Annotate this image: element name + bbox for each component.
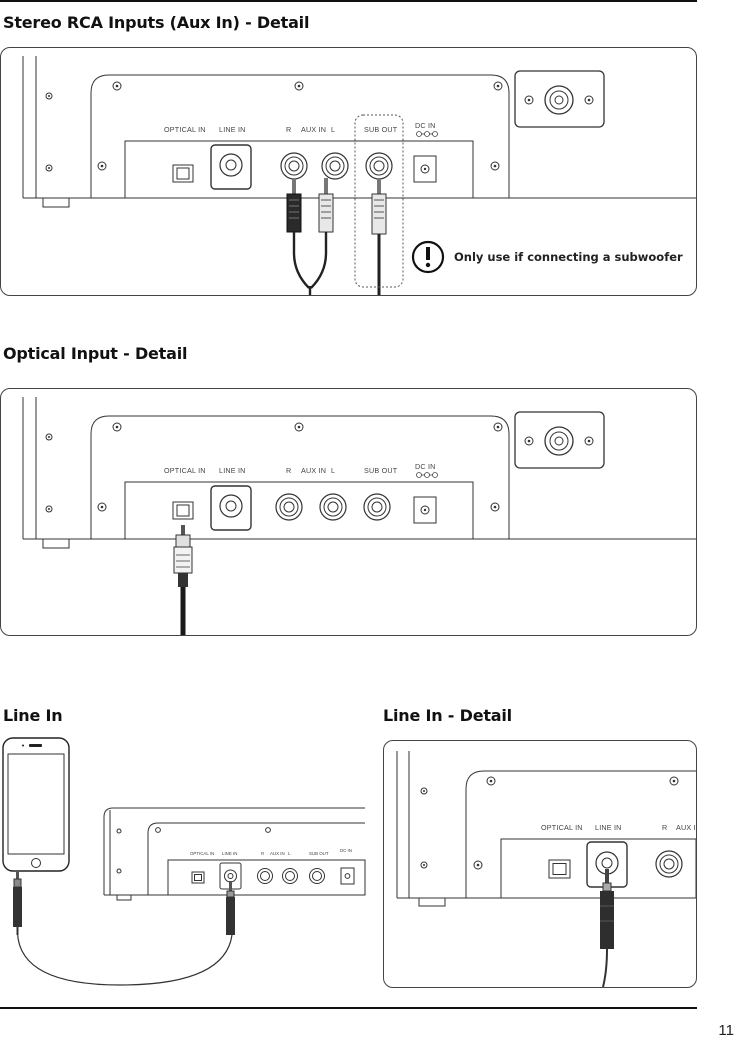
aux-l-port <box>321 152 349 180</box>
dc-in-port <box>340 867 355 885</box>
aux-l-port <box>282 868 298 884</box>
dc-in-label: DC IN <box>415 462 436 471</box>
sub-out-label: SUB OUT <box>364 125 398 134</box>
rca-white-plug <box>318 178 334 233</box>
l-label: L <box>331 466 335 475</box>
aux-detail-illustration: OPTICAL IN LINE IN R AUX IN L SUB OUT DC… <box>22 56 696 295</box>
subwoofer-note: Only use if connecting a subwoofer <box>454 250 683 264</box>
optical-port <box>172 501 194 520</box>
line-in-label: LINE IN <box>219 466 246 475</box>
aux-in-label: AUX IN <box>270 851 285 856</box>
line-in-plug <box>226 881 235 935</box>
aux-l-port <box>319 493 347 521</box>
aux-r-port <box>655 850 683 878</box>
rca-red-plug <box>286 178 302 233</box>
optical-in-label: OPTICAL IN <box>164 125 206 134</box>
optical-detail-illustration: OPTICAL IN LINE IN R AUX IN L SUB OUT DC… <box>22 397 696 635</box>
sub-out-port <box>365 152 393 180</box>
optical-section-heading: Optical Input - Detail <box>3 344 188 363</box>
r-label: R <box>286 466 291 475</box>
aux-r-port <box>275 493 303 521</box>
dc-in-label: DC IN <box>415 121 436 130</box>
sub-out-port <box>309 868 325 884</box>
top-rule <box>0 0 697 2</box>
r-label: R <box>261 851 264 856</box>
aux-detail-panel: OPTICAL IN LINE IN R AUX IN L SUB OUT DC… <box>0 47 697 296</box>
optical-cable-plug <box>173 525 193 635</box>
rca-sub-plug <box>371 178 387 295</box>
smartphone-icon <box>2 737 70 872</box>
page-number: 11 <box>718 1022 734 1039</box>
dc-polarity-icon <box>416 472 438 478</box>
line-in-label: LINE IN <box>222 851 237 856</box>
aux-in-label: AUX IN <box>301 466 326 475</box>
dc-polarity-icon <box>416 131 438 137</box>
aux-in-label: AUX IN <box>301 125 326 134</box>
line-in-port <box>210 485 252 531</box>
optical-in-label: OPTICAL IN <box>190 851 214 856</box>
r-label: R <box>286 125 291 134</box>
aux-section-heading: Stereo RCA Inputs (Aux In) - Detail <box>3 13 310 32</box>
optical-detail-panel: OPTICAL IN LINE IN R AUX IN L SUB OUT DC… <box>0 388 697 636</box>
sub-out-label: SUB OUT <box>364 466 398 475</box>
line-in-label: LINE IN <box>219 125 246 134</box>
line-in-port <box>210 144 252 190</box>
line-in-label: LINE IN <box>595 823 622 832</box>
line-in-detail-section-heading: Line In - Detail <box>383 706 512 725</box>
sub-out-label: SUB OUT <box>309 851 329 856</box>
aux-r-port <box>280 152 308 180</box>
sub-out-dashed-outline <box>354 114 404 288</box>
line-in-overview-illustration: OPTICAL IN LINE IN R AUX IN L SUB OUT DC… <box>2 737 366 986</box>
optical-in-label: OPTICAL IN <box>164 466 206 475</box>
aux-in-label: AUX IN <box>676 823 696 832</box>
line-in-section-heading: Line In <box>3 706 63 725</box>
l-label: L <box>331 125 335 134</box>
line-in-detail-illustration: OPTICAL IN LINE IN R AUX IN <box>396 751 696 987</box>
optical-port <box>191 871 205 884</box>
aux-r-port <box>257 868 273 884</box>
dc-in-port <box>413 155 437 183</box>
optical-port <box>172 164 194 183</box>
line-in-detail-panel: OPTICAL IN LINE IN R AUX IN <box>383 740 697 988</box>
optical-in-label: OPTICAL IN <box>541 823 583 832</box>
exclamation-warning-icon <box>411 240 445 274</box>
r-label: R <box>662 823 667 832</box>
dc-in-label: DC IN <box>340 848 352 853</box>
dc-in-port <box>413 496 437 524</box>
optical-port <box>548 859 571 879</box>
speaker-terminal <box>514 411 605 469</box>
bottom-rule <box>0 1007 697 1009</box>
sub-out-port <box>363 493 391 521</box>
l-label: L <box>288 851 291 856</box>
speaker-terminal <box>514 70 605 128</box>
line-in-plug <box>600 869 614 987</box>
